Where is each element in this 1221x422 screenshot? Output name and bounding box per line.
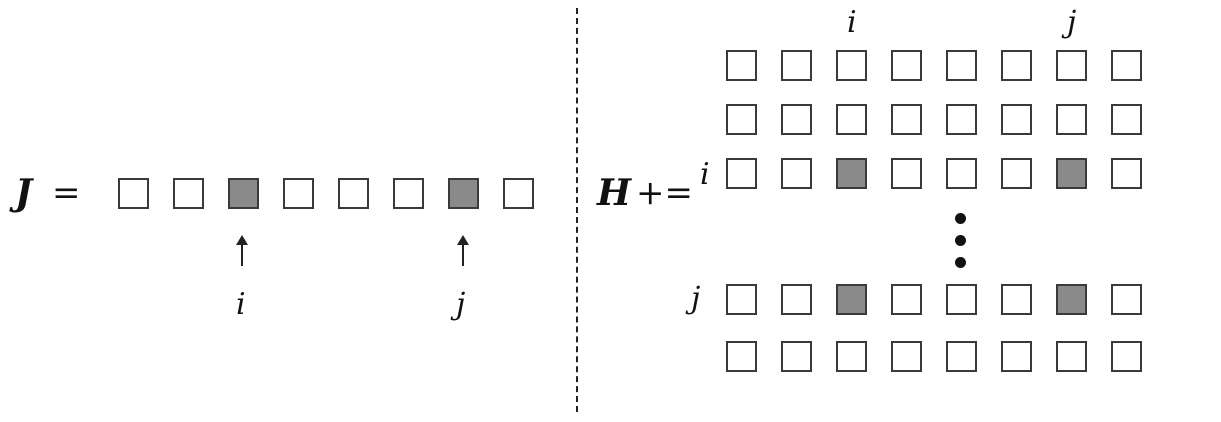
empty-matrix-cell — [1111, 284, 1142, 315]
divider — [576, 8, 578, 412]
arrow-up-icon — [457, 235, 469, 245]
empty-vector-cell — [338, 178, 369, 209]
empty-matrix-cell — [946, 284, 977, 315]
ellipsis-dot — [955, 213, 966, 224]
empty-matrix-cell — [946, 104, 977, 135]
filled-matrix-cell — [1056, 284, 1087, 315]
empty-matrix-cell — [946, 158, 977, 189]
empty-matrix-cell — [891, 50, 922, 81]
empty-matrix-cell — [1111, 104, 1142, 135]
plus-equals-sign: += — [636, 173, 693, 213]
empty-matrix-cell — [836, 50, 867, 81]
empty-matrix-cell — [1001, 104, 1032, 135]
ellipsis-dot — [955, 235, 966, 246]
empty-vector-cell — [118, 178, 149, 209]
empty-matrix-cell — [781, 104, 812, 135]
empty-vector-cell — [393, 178, 424, 209]
index-label-j: j — [456, 287, 466, 322]
empty-matrix-cell — [1001, 341, 1032, 372]
empty-matrix-cell — [726, 104, 757, 135]
empty-matrix-cell — [836, 341, 867, 372]
empty-matrix-cell — [836, 104, 867, 135]
empty-matrix-cell — [726, 158, 757, 189]
index-label-i: i — [236, 287, 246, 322]
empty-matrix-cell — [1056, 104, 1087, 135]
empty-vector-cell — [173, 178, 204, 209]
arrow-shaft — [462, 244, 464, 266]
column-label-j: j — [1067, 5, 1077, 40]
filled-matrix-cell — [836, 158, 867, 189]
empty-matrix-cell — [1056, 341, 1087, 372]
empty-matrix-cell — [1111, 158, 1142, 189]
empty-vector-cell — [503, 178, 534, 209]
equals-sign: = — [52, 173, 81, 213]
empty-matrix-cell — [1111, 341, 1142, 372]
empty-matrix-cell — [781, 158, 812, 189]
empty-matrix-cell — [891, 341, 922, 372]
hessian-symbol: H — [597, 172, 632, 214]
empty-matrix-cell — [891, 104, 922, 135]
empty-matrix-cell — [726, 284, 757, 315]
jacobian-symbol: J — [15, 172, 33, 214]
empty-matrix-cell — [781, 50, 812, 81]
filled-matrix-cell — [1056, 158, 1087, 189]
arrow-shaft — [241, 244, 243, 266]
empty-matrix-cell — [946, 341, 977, 372]
empty-matrix-cell — [891, 284, 922, 315]
ellipsis-dot — [955, 257, 966, 268]
row-label-j: j — [691, 281, 701, 316]
row-label-i: i — [700, 157, 710, 192]
empty-matrix-cell — [726, 341, 757, 372]
empty-matrix-cell — [1001, 158, 1032, 189]
filled-matrix-cell — [836, 284, 867, 315]
empty-matrix-cell — [781, 284, 812, 315]
arrow-up-icon — [236, 235, 248, 245]
empty-matrix-cell — [1001, 50, 1032, 81]
empty-matrix-cell — [726, 50, 757, 81]
empty-matrix-cell — [1056, 50, 1087, 81]
column-label-i: i — [847, 5, 857, 40]
empty-matrix-cell — [1111, 50, 1142, 81]
empty-matrix-cell — [891, 158, 922, 189]
empty-vector-cell — [283, 178, 314, 209]
empty-matrix-cell — [946, 50, 977, 81]
filled-vector-cell — [228, 178, 259, 209]
empty-matrix-cell — [1001, 284, 1032, 315]
empty-matrix-cell — [781, 341, 812, 372]
filled-vector-cell — [448, 178, 479, 209]
